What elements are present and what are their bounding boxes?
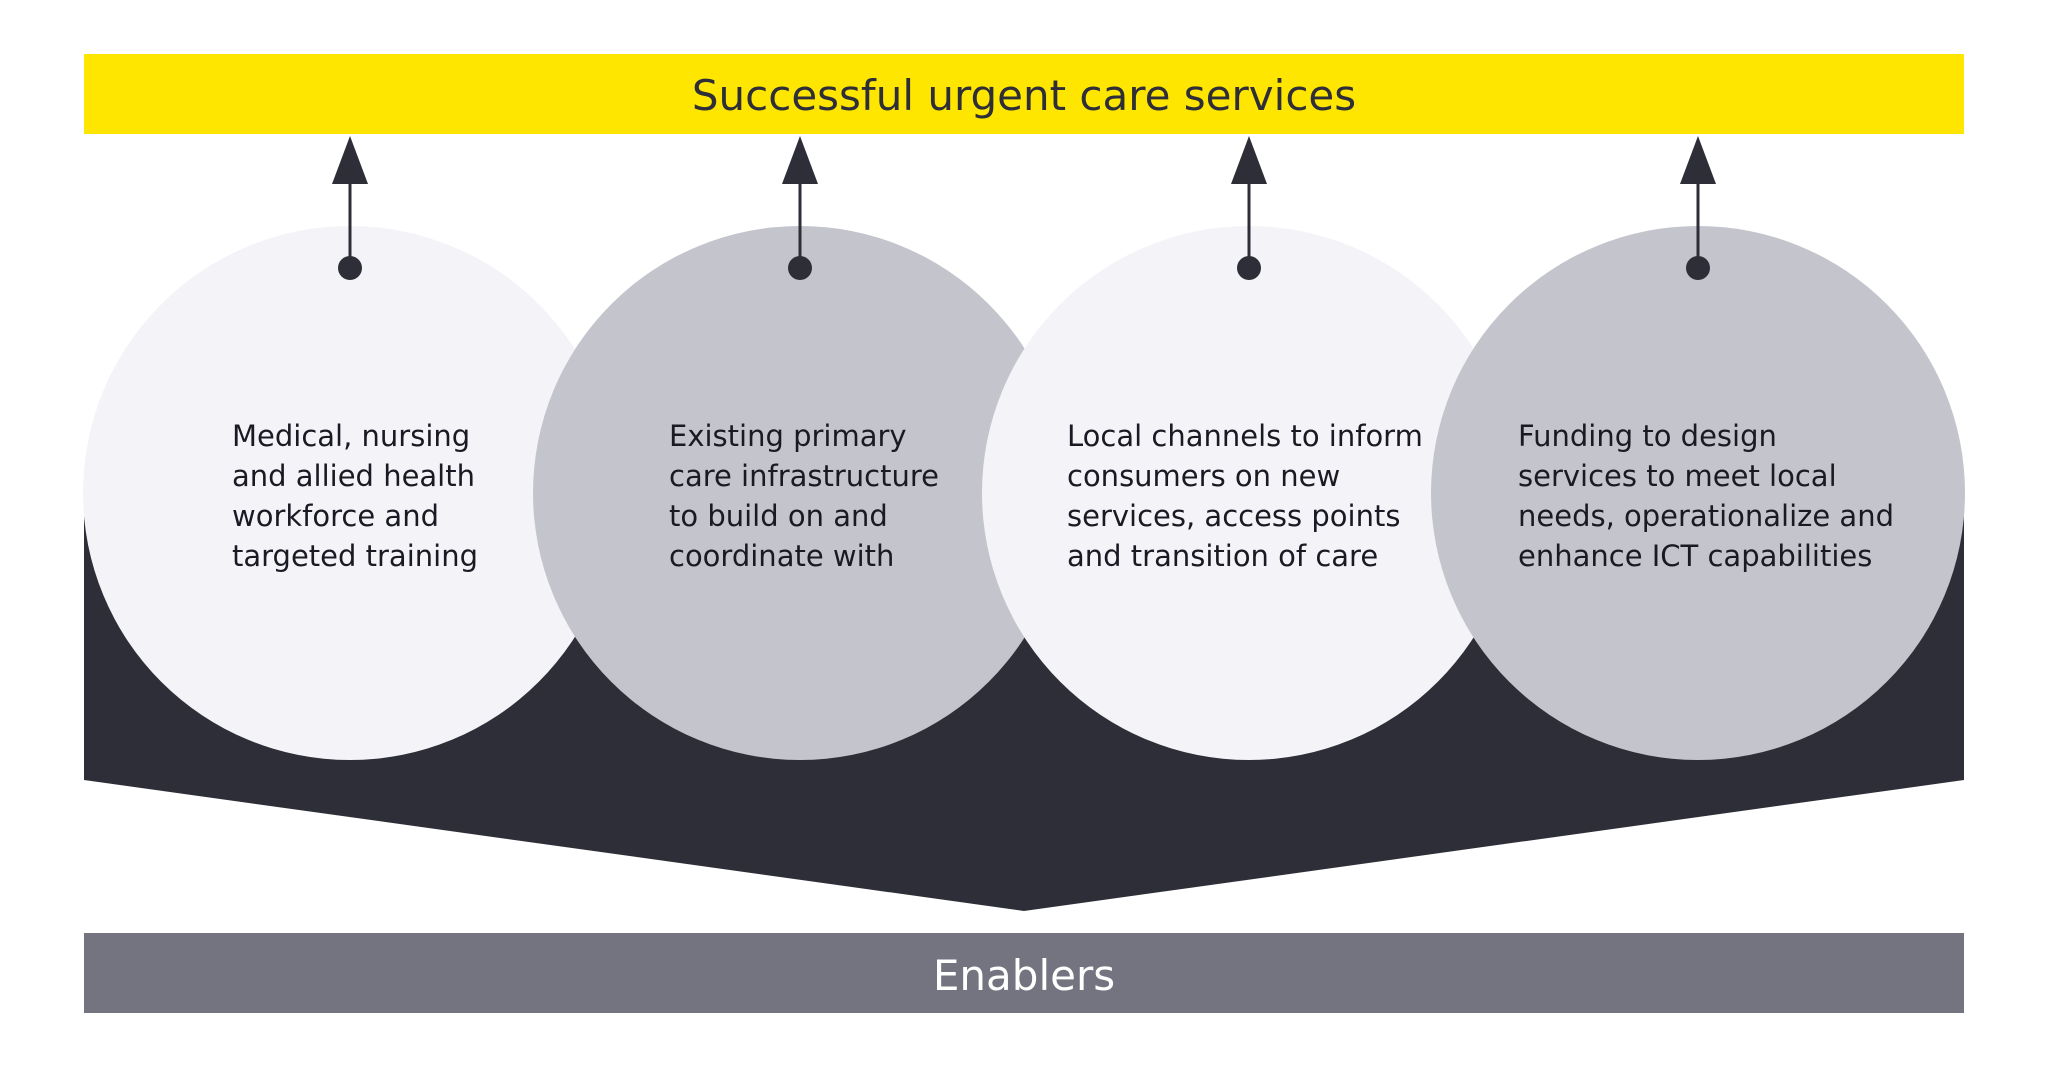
enabler-circle-2: Existing primary care infrastructure to bu…: [533, 226, 1067, 760]
enabler-text-line: Funding to design: [1518, 419, 1777, 453]
enabler-text-line: services, access points: [1067, 499, 1400, 533]
arrow-connectors: [332, 136, 1716, 280]
circle-shape: [982, 226, 1516, 760]
enabler-text-line: enhance ICT capabilities: [1518, 539, 1872, 573]
enabler-text-line: care infrastructure: [669, 459, 939, 493]
arrow-head: [782, 136, 818, 184]
enabler-text-line: workforce and: [232, 499, 439, 533]
enabler-text: Medical, nursing and allied health workfor…: [232, 419, 478, 573]
enabler-text-line: Local channels to inform: [1067, 419, 1423, 453]
circle-shape: [83, 226, 617, 760]
enabler-text: Funding to design services to meet local n…: [1518, 419, 1894, 573]
enabler-text-line: Medical, nursing: [232, 419, 470, 453]
enabler-circle-1: Medical, nursing and allied health workfor…: [83, 226, 617, 760]
enabler-text-line: Existing primary: [669, 419, 907, 453]
enabler-text-line: targeted training: [232, 539, 478, 573]
enabler-text-line: coordinate with: [669, 539, 894, 573]
header-bar: [84, 54, 1964, 134]
enabler-circle-4: Funding to design services to meet local n…: [1431, 226, 1965, 760]
enabler-text-line: to build on and: [669, 499, 888, 533]
enabler-text-line: and transition of care: [1067, 539, 1378, 573]
arrow-head: [1680, 136, 1716, 184]
up-arrow-icon: [1231, 136, 1267, 280]
up-arrow-icon: [332, 136, 368, 280]
enabler-circles: Medical, nursing and allied health workfor…: [83, 226, 1965, 760]
enabler-text-line: services to meet local: [1518, 459, 1837, 493]
enablers-label: Enablers: [933, 951, 1115, 1000]
circle-shape: [1431, 226, 1965, 760]
up-arrow-icon: [1680, 136, 1716, 280]
arrow-head: [332, 136, 368, 184]
header-title: Successful urgent care services: [692, 71, 1356, 120]
enabler-text-line: needs, operationalize and: [1518, 499, 1894, 533]
circle-shape: [533, 226, 1067, 760]
arrow-dot: [338, 256, 362, 280]
enabler-text: Local channels to inform consumers on new…: [1067, 419, 1423, 573]
arrow-dot: [788, 256, 812, 280]
enabler-text: Existing primary care infrastructure to bu…: [669, 419, 939, 573]
enabler-text-line: and allied health: [232, 459, 475, 493]
up-arrow-icon: [782, 136, 818, 280]
enabler-circle-3: Local channels to inform consumers on new…: [982, 226, 1516, 760]
arrow-dot: [1686, 256, 1710, 280]
arrow-head: [1231, 136, 1267, 184]
arrow-dot: [1237, 256, 1261, 280]
enabler-text-line: consumers on new: [1067, 459, 1340, 493]
enablers-bar: [84, 933, 1964, 1013]
